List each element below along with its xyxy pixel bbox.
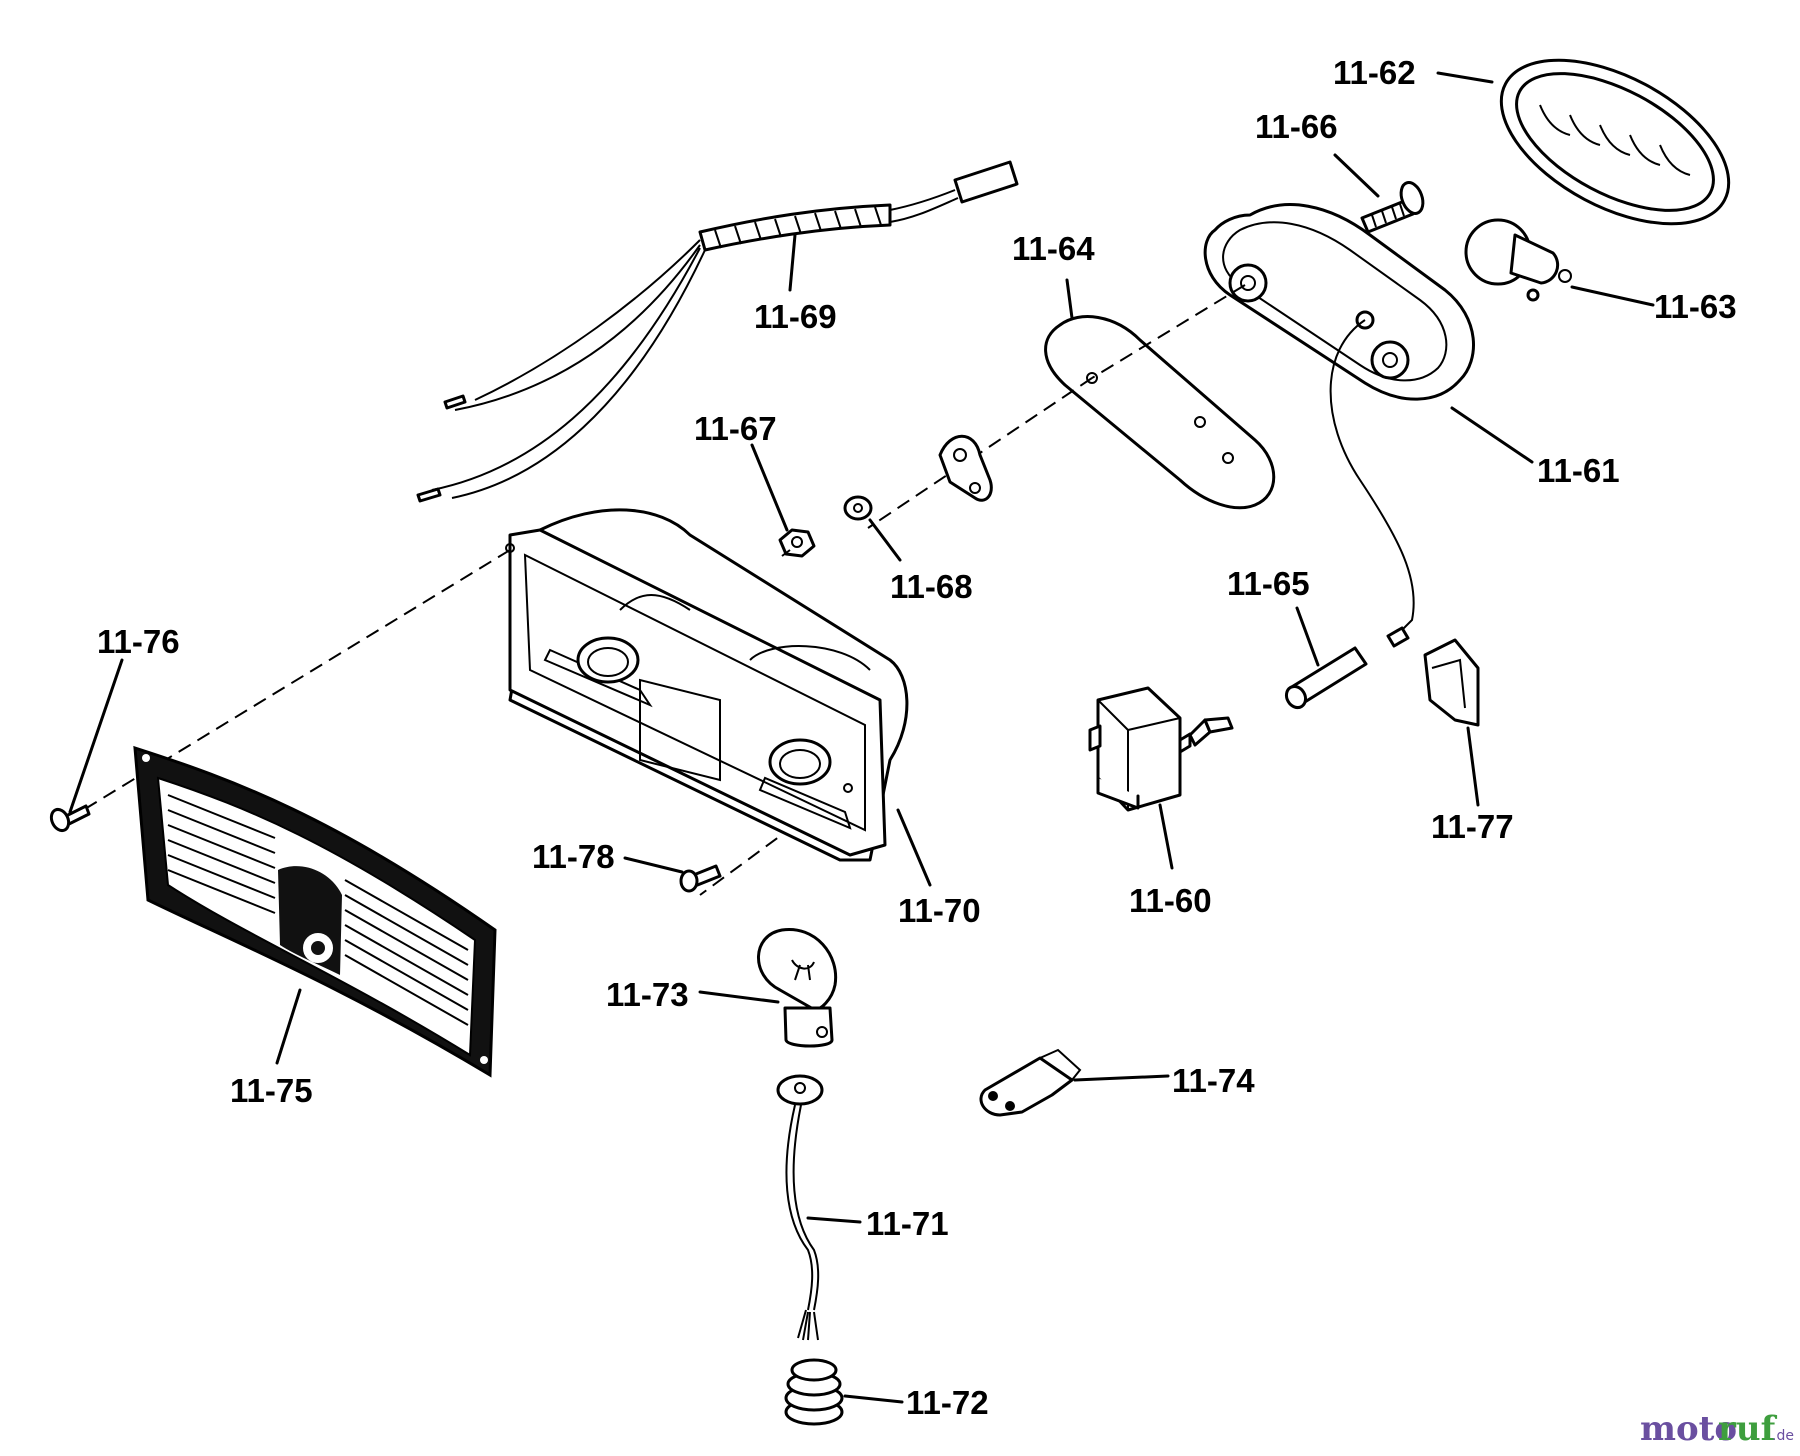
watermark-suffix: .de bbox=[1772, 1428, 1794, 1444]
part-11-73-bulb bbox=[757, 927, 838, 1048]
label-11-78: 11-78 bbox=[532, 838, 615, 875]
part-11-72-spring bbox=[784, 1358, 844, 1426]
watermark-part-b: ruf bbox=[1718, 1409, 1778, 1449]
part-11-71-socket-wire bbox=[776, 1074, 824, 1341]
part-11-78-pin bbox=[679, 864, 722, 893]
part-11-68-washer bbox=[843, 495, 873, 521]
label-11-72: 11-72 bbox=[906, 1384, 989, 1421]
label-11-65: 11-65 bbox=[1227, 565, 1310, 602]
label-11-64: 11-64 bbox=[1012, 230, 1095, 267]
part-11-62-lens bbox=[1499, 58, 1731, 226]
label-11-73: 11-73 bbox=[606, 976, 689, 1013]
label-11-76: 11-76 bbox=[97, 623, 180, 660]
label-11-75: 11-75 bbox=[230, 1072, 313, 1109]
part-11-66-screw bbox=[1360, 181, 1425, 234]
part-11-63-bulb bbox=[1464, 218, 1572, 302]
watermark-part-a: moto bbox=[1640, 1409, 1737, 1449]
label-11-61: 11-61 bbox=[1537, 452, 1620, 489]
label-11-68: 11-68 bbox=[890, 568, 973, 605]
label-11-63: 11-63 bbox=[1654, 288, 1737, 325]
label-11-71: 11-71 bbox=[866, 1205, 949, 1242]
label-11-66: 11-66 bbox=[1255, 108, 1338, 145]
part-11-77-clip bbox=[1423, 638, 1480, 727]
part-11-67-nut bbox=[778, 528, 816, 558]
label-11-69: 11-69 bbox=[754, 298, 837, 335]
label-11-67: 11-67 bbox=[694, 410, 777, 447]
part-11-60-switch bbox=[1088, 686, 1234, 812]
label-11-60: 11-60 bbox=[1129, 882, 1212, 919]
part-11-61-housing bbox=[1203, 203, 1475, 648]
part-11-64-gasket bbox=[1044, 315, 1276, 510]
label-11-74: 11-74 bbox=[1172, 1062, 1255, 1099]
callout-labels: 11-62 11-66 11-63 11-64 11-61 11-69 11-6… bbox=[97, 54, 1737, 1421]
part-11-76-screw bbox=[49, 804, 91, 833]
part-11-75-grille bbox=[133, 745, 497, 1078]
part-11-65-fuse bbox=[1284, 646, 1368, 710]
part-11-69-wire-harness bbox=[416, 160, 1019, 503]
label-11-70: 11-70 bbox=[898, 892, 981, 929]
alignment-line-upper bbox=[1091, 284, 1246, 379]
part-11-70-lamp-housing bbox=[505, 508, 909, 862]
part-11-74-connector bbox=[979, 1048, 1082, 1117]
part-bracket bbox=[938, 434, 993, 502]
watermark-logo: moto ruf .de bbox=[1640, 1409, 1794, 1449]
label-11-62: 11-62 bbox=[1333, 54, 1416, 91]
label-11-77: 11-77 bbox=[1431, 808, 1514, 845]
leader-lines bbox=[68, 71, 1655, 1404]
